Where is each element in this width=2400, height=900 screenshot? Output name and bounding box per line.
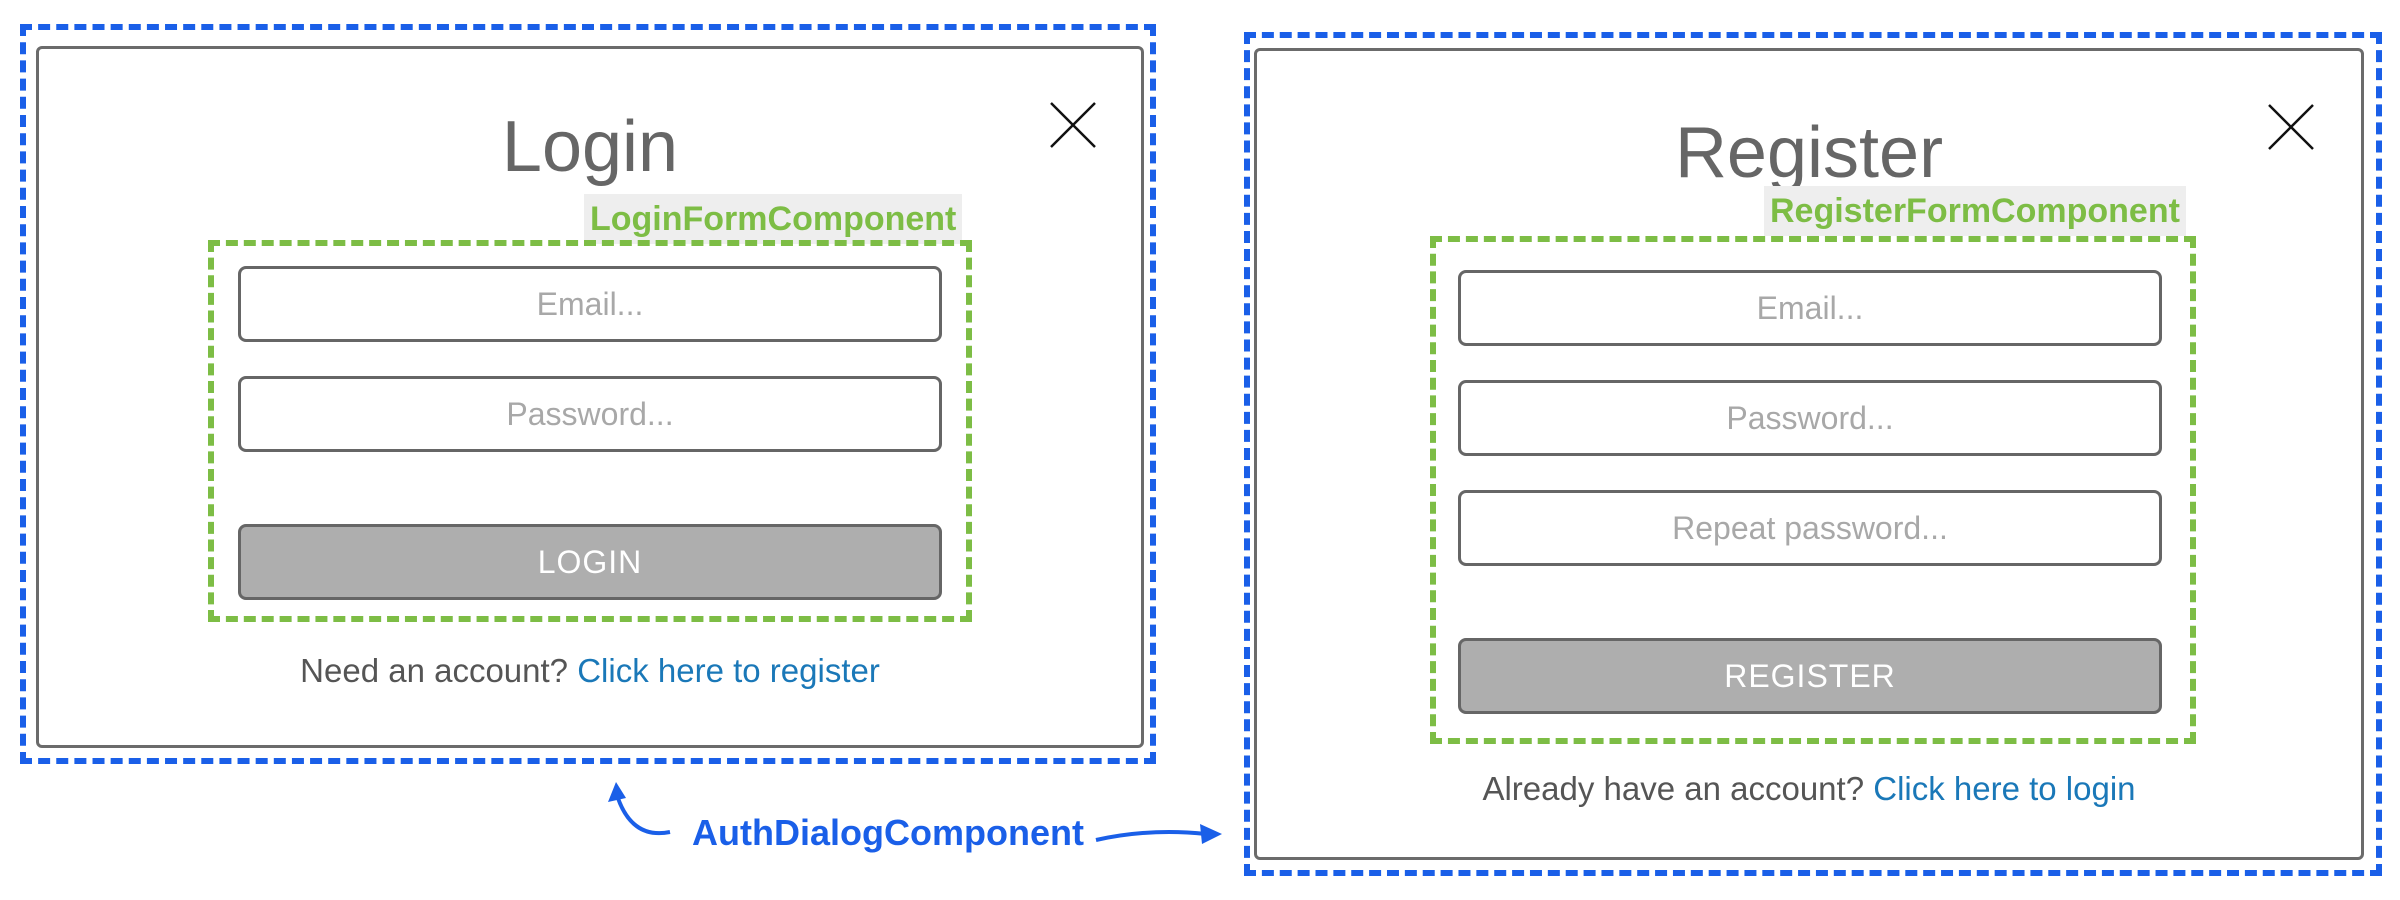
register-repeat-password-input[interactable] bbox=[1461, 508, 2159, 548]
arrow-icon bbox=[608, 782, 671, 836]
login-form-component bbox=[208, 240, 972, 622]
register-switch-line: Already have an account? Click here to l… bbox=[1257, 770, 2361, 808]
login-switch-prompt: Need an account? bbox=[300, 652, 569, 689]
register-button[interactable]: REGISTER bbox=[1458, 638, 2162, 714]
login-switch-line: Need an account? Click here to register bbox=[39, 652, 1141, 690]
login-title: Login bbox=[501, 107, 679, 187]
close-icon[interactable] bbox=[2267, 103, 2315, 151]
register-switch-prompt: Already have an account? bbox=[1482, 770, 1865, 807]
login-email-input[interactable] bbox=[241, 284, 939, 324]
close-icon[interactable] bbox=[1049, 101, 1097, 149]
register-email-field[interactable] bbox=[1458, 270, 2162, 346]
register-repeat-password-field[interactable] bbox=[1458, 490, 2162, 566]
register-form-component-label: RegisterFormComponent bbox=[1764, 186, 2186, 236]
login-password-field[interactable] bbox=[238, 376, 942, 452]
login-password-input[interactable] bbox=[241, 394, 939, 434]
login-email-field[interactable] bbox=[238, 266, 942, 342]
login-dialog: Login Need an account? Click here to reg… bbox=[36, 46, 1144, 748]
login-form-component-label: LoginFormComponent bbox=[584, 194, 963, 244]
arrow-icon bbox=[1095, 824, 1222, 844]
login-button[interactable]: LOGIN bbox=[238, 524, 942, 600]
login-link[interactable]: Click here to login bbox=[1873, 770, 2136, 807]
register-form-component bbox=[1430, 236, 2196, 744]
register-password-field[interactable] bbox=[1458, 380, 2162, 456]
auth-dialog-outline-login bbox=[20, 24, 1156, 764]
register-title: Register bbox=[1674, 113, 1944, 193]
register-link[interactable]: Click here to register bbox=[577, 652, 880, 689]
register-email-input[interactable] bbox=[1461, 288, 2159, 328]
auth-dialog-component-label: AuthDialogComponent bbox=[692, 812, 1084, 853]
auth-dialog-outline-register bbox=[1244, 32, 2382, 876]
register-password-input[interactable] bbox=[1461, 398, 2159, 438]
